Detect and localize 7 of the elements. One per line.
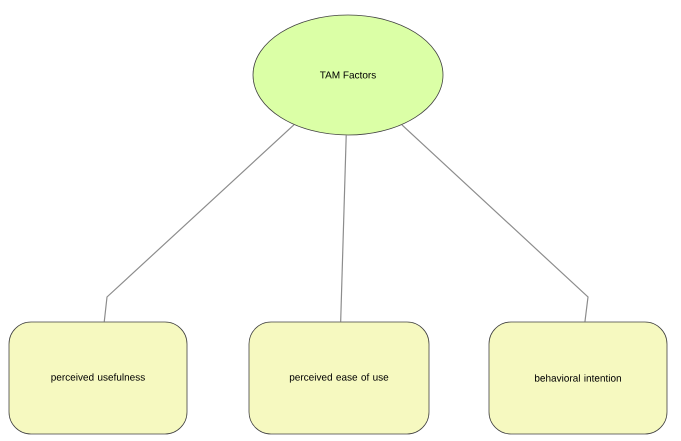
- rounded-box: perceived usefulness: [8, 322, 188, 434]
- connector-line: [104, 124, 294, 322]
- rounded-box: perceived ease of use: [248, 322, 430, 434]
- connector-line: [401, 124, 589, 322]
- connector-line: [340, 135, 347, 322]
- rounded-box: behavioral intention: [488, 322, 668, 434]
- ellipse-node: TAM Factors: [252, 14, 444, 136]
